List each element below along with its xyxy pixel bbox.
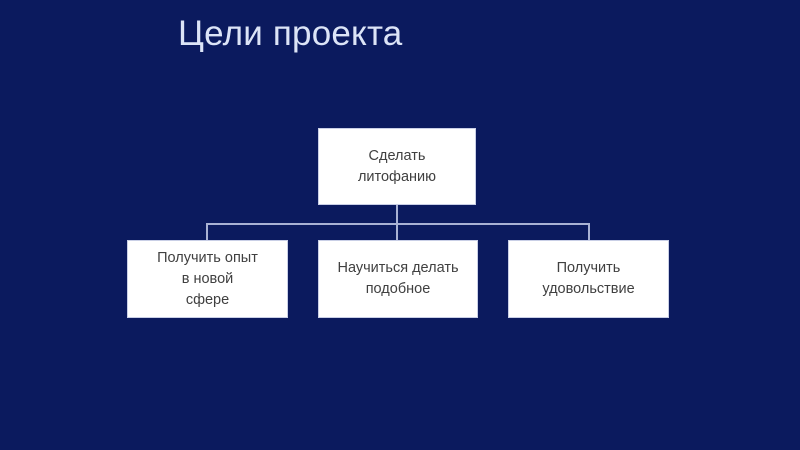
connector-drop-left bbox=[206, 223, 208, 241]
diagram-node-child-1[interactable]: Получить опыт в новой сфере bbox=[127, 240, 288, 318]
connector-drop-right bbox=[588, 223, 590, 241]
page-title: Цели проекта bbox=[178, 14, 403, 53]
connector-root-stem bbox=[396, 205, 398, 225]
connector-horizontal-bus bbox=[206, 223, 590, 225]
diagram-node-child-2[interactable]: Научиться делать подобное bbox=[318, 240, 478, 318]
diagram-node-child-1-label: Получить опыт в новой сфере bbox=[157, 249, 258, 308]
diagram-node-root[interactable]: Сделать литофанию bbox=[318, 128, 476, 205]
connector-drop-center bbox=[396, 223, 398, 241]
diagram-node-child-3-label: Получить удовольствие bbox=[542, 260, 635, 297]
diagram-node-root-label: Сделать литофанию bbox=[357, 147, 437, 185]
diagram-node-child-3[interactable]: Получить удовольствие bbox=[508, 240, 669, 318]
diagram-node-child-2-label: Научиться делать подобное bbox=[337, 260, 459, 297]
